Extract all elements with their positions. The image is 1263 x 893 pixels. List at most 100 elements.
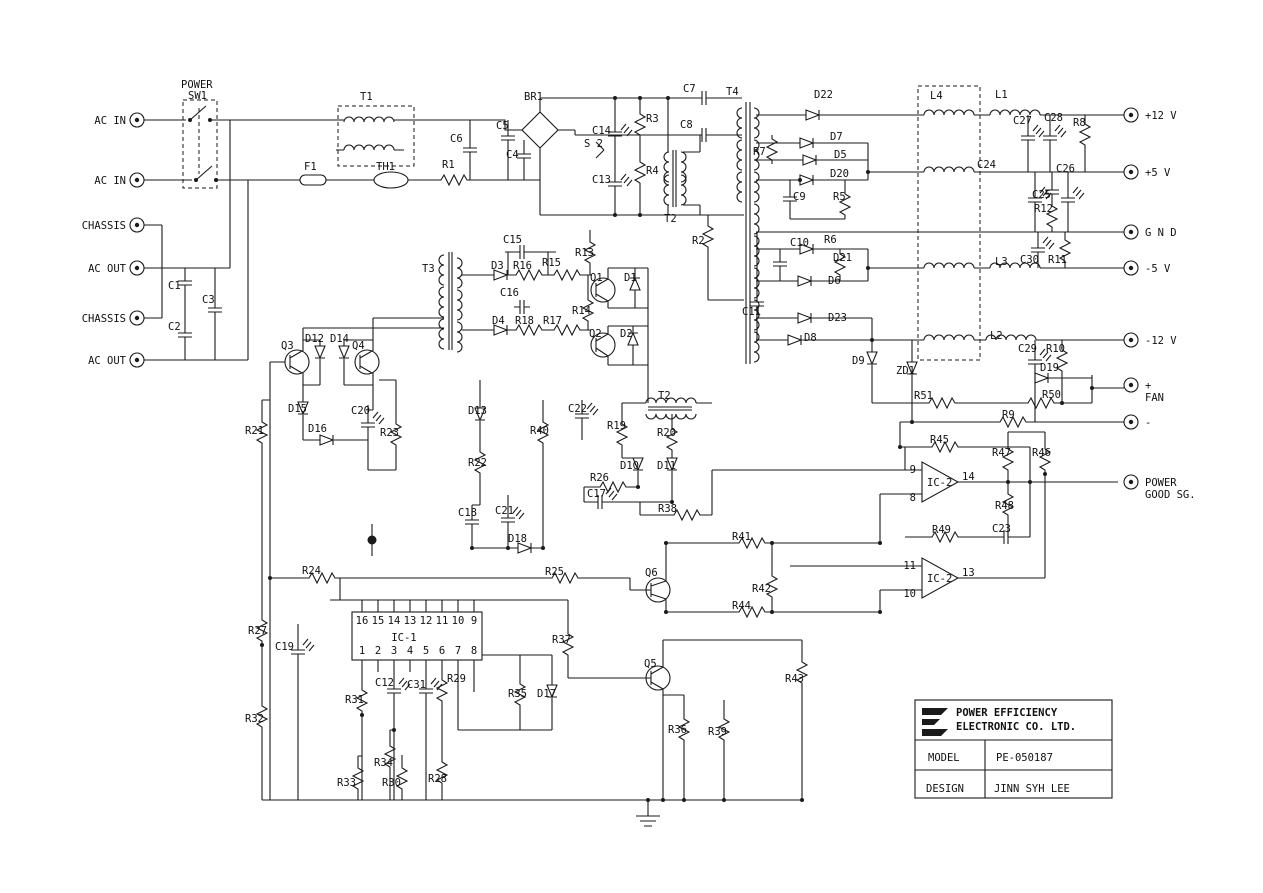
transformer-T2-core <box>672 150 677 207</box>
label-r38: R38 <box>658 503 677 515</box>
label-d19: D19 <box>1040 362 1059 374</box>
label-d8: D8 <box>804 332 817 344</box>
controller-IC1-box <box>351 611 483 661</box>
label-r21: R21 <box>245 425 264 437</box>
label-9: 9 <box>471 615 477 627</box>
terminal-left-4 <box>129 310 145 326</box>
label-r27: R27 <box>248 625 267 637</box>
terminal-right-4-pin <box>1128 337 1134 343</box>
label-c21: C21 <box>495 505 514 517</box>
resistor-R1 <box>436 174 472 186</box>
label-12: 12 <box>420 615 433 627</box>
power-efficiency-logo <box>922 708 948 736</box>
terminal-right-2-pin <box>1128 229 1134 235</box>
label-d1: D1 <box>624 272 637 284</box>
capacitor-C10 <box>772 255 788 273</box>
label-c1: C1 <box>168 280 181 292</box>
label-zd1: ZD1 <box>896 365 915 377</box>
label-c9: C9 <box>793 191 806 203</box>
component-symbols <box>177 85 1091 827</box>
label-r30: R30 <box>382 777 401 789</box>
transistor-Q3 <box>284 349 310 375</box>
label-14: 14 <box>962 471 975 483</box>
label-r43: R43 <box>785 673 804 685</box>
label-r40: R40 <box>530 425 549 437</box>
label-r29: R29 <box>447 673 466 685</box>
label-r16: R16 <box>513 260 532 272</box>
label-d10: D10 <box>620 460 639 472</box>
terminal-right-7 <box>1123 474 1139 490</box>
terminal-right-6 <box>1123 414 1139 430</box>
label-c5: C5 <box>496 120 509 132</box>
label-c15: C15 <box>503 234 522 246</box>
terminal-right-4 <box>1123 332 1139 348</box>
output-filter-wires <box>918 114 1124 341</box>
label-power: POWER <box>181 79 213 91</box>
terminal-label--5-v: -5 V <box>1145 263 1171 275</box>
T1-winding-1 <box>343 116 395 123</box>
design-value: JINN SYH LEE <box>994 783 1070 795</box>
capacitor-C6 <box>462 141 478 159</box>
model-label: MODEL <box>928 752 960 764</box>
transistor-Q5 <box>645 665 671 691</box>
company-name-line1: POWER EFFICIENCY <box>956 707 1058 719</box>
transistor-Q2 <box>590 332 616 358</box>
label-d18: D18 <box>508 533 527 545</box>
terminal-right-6-pin <box>1128 419 1134 425</box>
terminal-label-ac-out: AC OUT <box>88 263 127 275</box>
label-th1: TH1 <box>376 161 395 173</box>
label-r49: R49 <box>932 524 951 536</box>
label-r23: R23 <box>380 427 399 439</box>
label-r33: R33 <box>337 777 356 789</box>
diode-D16 <box>319 434 334 446</box>
driver-stage-wires <box>261 230 649 616</box>
label-q3: Q3 <box>281 340 294 352</box>
label-d12: D12 <box>305 333 324 345</box>
label-r46: R46 <box>1032 447 1051 459</box>
label-q2: Q2 <box>589 328 602 340</box>
label-r24: R24 <box>302 565 321 577</box>
diode-D22 <box>805 109 820 121</box>
label-t1: T1 <box>360 91 373 103</box>
label-c26: C26 <box>1056 163 1075 175</box>
terminal-label-+5-v: +5 V <box>1145 167 1171 179</box>
diode-D9 <box>866 351 878 365</box>
resistor-R29 <box>436 675 448 706</box>
diode-D12 <box>314 345 326 359</box>
ground-symbol <box>636 815 660 827</box>
label-1: 1 <box>359 645 365 657</box>
label-d5: D5 <box>834 149 847 161</box>
power-switch-enclosure <box>182 99 218 189</box>
label-d4: D4 <box>492 315 505 327</box>
choke-L4-box <box>917 85 981 361</box>
primary-snubber-wires <box>595 98 744 301</box>
label-q4: Q4 <box>352 340 365 352</box>
label-r6: R6 <box>824 234 837 246</box>
label-13: 13 <box>404 615 417 627</box>
terminal-right-5-pin <box>1128 382 1134 388</box>
label-r37: R37 <box>552 634 571 646</box>
label-c23: C23 <box>992 523 1011 535</box>
label-6: 6 <box>439 645 445 657</box>
terminal-label--12-v: -12 V <box>1145 335 1177 347</box>
label-s-2: S 2 <box>584 138 603 150</box>
terminal-left-1-pin <box>134 177 140 183</box>
label-c24: C24 <box>977 159 996 171</box>
terminal-left-1 <box>129 172 145 188</box>
capacitor-C26 <box>1060 191 1076 209</box>
label-c13: C13 <box>592 174 611 186</box>
label-r25: R25 <box>545 566 564 578</box>
terminal-right-0 <box>1123 107 1139 123</box>
label-c7: C7 <box>683 83 696 95</box>
capacitor-C27 <box>1020 129 1036 147</box>
label-l1: L1 <box>995 89 1008 101</box>
resistor-R4 <box>634 157 646 188</box>
label-9: 9 <box>910 464 916 476</box>
label-d7: D7 <box>830 131 843 143</box>
terminal-left-0-pin <box>134 117 140 123</box>
capacitor-C8 <box>695 127 713 143</box>
terminal-label--: - <box>1145 417 1151 429</box>
label-r17: R17 <box>543 315 562 327</box>
